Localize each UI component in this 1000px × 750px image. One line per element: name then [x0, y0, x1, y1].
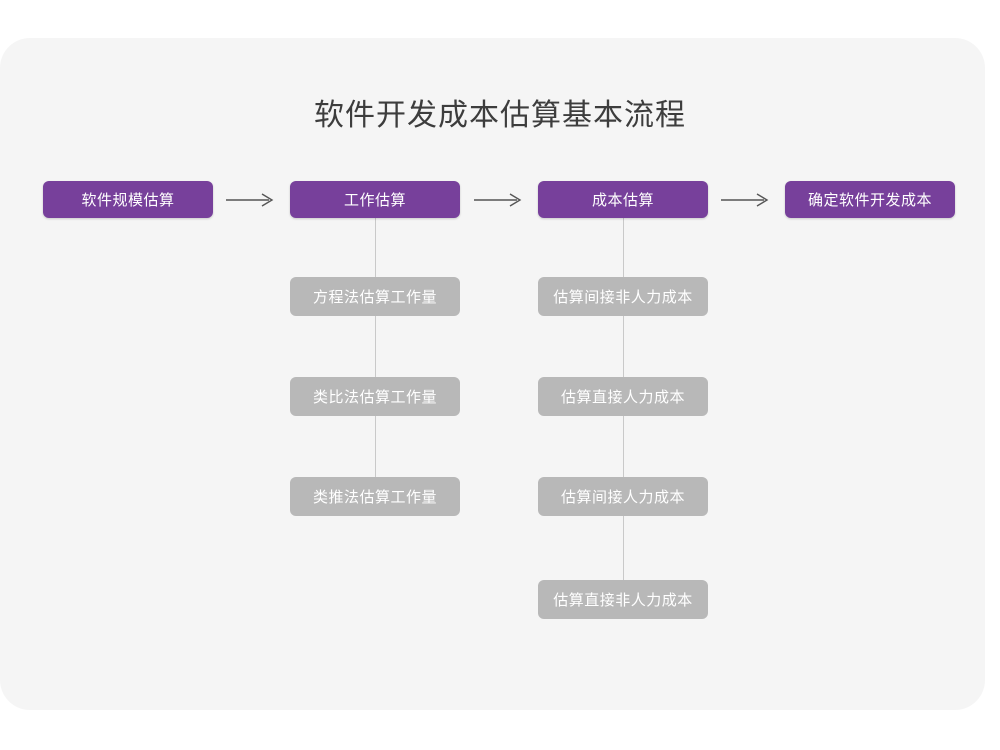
- flow-substep-label: 估算直接人力成本: [560, 389, 685, 406]
- connector-line-column2: [375, 218, 376, 508]
- flow-node-software-scale-estimation[interactable]: 软件规模估算: [43, 181, 213, 218]
- flow-substep-equation-method-effort[interactable]: 方程法估算工作量: [290, 277, 460, 316]
- arrow-icon-2: [470, 188, 528, 212]
- content-card: [0, 38, 985, 710]
- flow-node-label: 成本估算: [591, 192, 654, 209]
- flow-substep-label: 方程法估算工作量: [312, 289, 437, 306]
- flow-node-label: 确定软件开发成本: [807, 192, 932, 209]
- flow-node-label: 软件规模估算: [81, 192, 175, 209]
- flow-node-determine-development-cost[interactable]: 确定软件开发成本: [785, 181, 955, 218]
- arrow-icon-1: [222, 188, 280, 212]
- flow-substep-label: 估算间接非人力成本: [553, 289, 693, 306]
- flow-node-work-estimation[interactable]: 工作估算: [290, 181, 460, 218]
- flow-substep-indirect-nonlabor-cost[interactable]: 估算间接非人力成本: [538, 277, 708, 316]
- arrow-icon-3: [717, 188, 775, 212]
- flow-substep-label: 估算直接非人力成本: [553, 592, 693, 609]
- flow-substep-label: 类推法估算工作量: [312, 489, 437, 506]
- flow-substep-deduction-method-effort[interactable]: 类推法估算工作量: [290, 477, 460, 516]
- flow-substep-analogy-method-effort[interactable]: 类比法估算工作量: [290, 377, 460, 416]
- flow-substep-label: 类比法估算工作量: [312, 389, 437, 406]
- page-title: 软件开发成本估算基本流程: [314, 99, 686, 132]
- flow-substep-indirect-labor-cost[interactable]: 估算间接人力成本: [538, 477, 708, 516]
- flow-substep-direct-nonlabor-cost[interactable]: 估算直接非人力成本: [538, 580, 708, 619]
- flow-substep-direct-labor-cost[interactable]: 估算直接人力成本: [538, 377, 708, 416]
- flow-node-label: 工作估算: [343, 192, 406, 209]
- flow-node-cost-estimation[interactable]: 成本估算: [538, 181, 708, 218]
- flow-substep-label: 估算间接人力成本: [560, 489, 685, 506]
